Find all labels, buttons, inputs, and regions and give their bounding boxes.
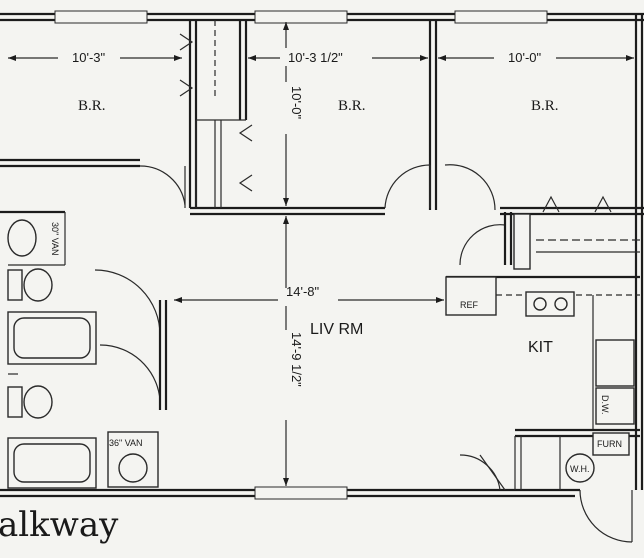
bathroom: [0, 210, 168, 489]
dim-liv-depth: 14'-9 1/2": [289, 332, 304, 387]
label-dishwasher: D.W.: [600, 395, 610, 415]
dim-br2-depth: 10'-0": [289, 86, 304, 120]
label-water-heater: W.H.: [570, 464, 590, 474]
dim-br2-width: 10'-3 1/2": [288, 50, 343, 65]
label-refrigerator: REF: [460, 300, 479, 310]
dimension-lines: [8, 22, 634, 486]
label-vanity-30: 30" VAN: [50, 222, 60, 256]
exterior-walls: [0, 12, 644, 498]
room-label-bedroom-1: B.R.: [78, 98, 106, 114]
closet-doors: [179, 33, 612, 213]
room-label-bedroom-3: B.R.: [531, 98, 559, 114]
dim-liv-width: 14'-8": [286, 284, 320, 299]
top-windows: [54, 10, 548, 500]
label-masks: [58, 48, 556, 420]
dim-br1-width: 10'-3": [72, 50, 106, 65]
label-vanity-36: 36" VAN: [109, 438, 143, 448]
room-label-living: LIV RM: [310, 321, 363, 338]
door-swings: [94, 164, 633, 543]
label-furnace: FURN: [597, 439, 622, 449]
room-label-kitchen: KIT: [528, 339, 553, 356]
room-label-bedroom-2: B.R.: [338, 98, 366, 114]
caption-text: alkway: [0, 505, 119, 545]
dim-br3-width: 10'-0": [508, 50, 542, 65]
bedroom-walls: [0, 20, 644, 216]
kitchen-fixtures: [445, 212, 640, 490]
